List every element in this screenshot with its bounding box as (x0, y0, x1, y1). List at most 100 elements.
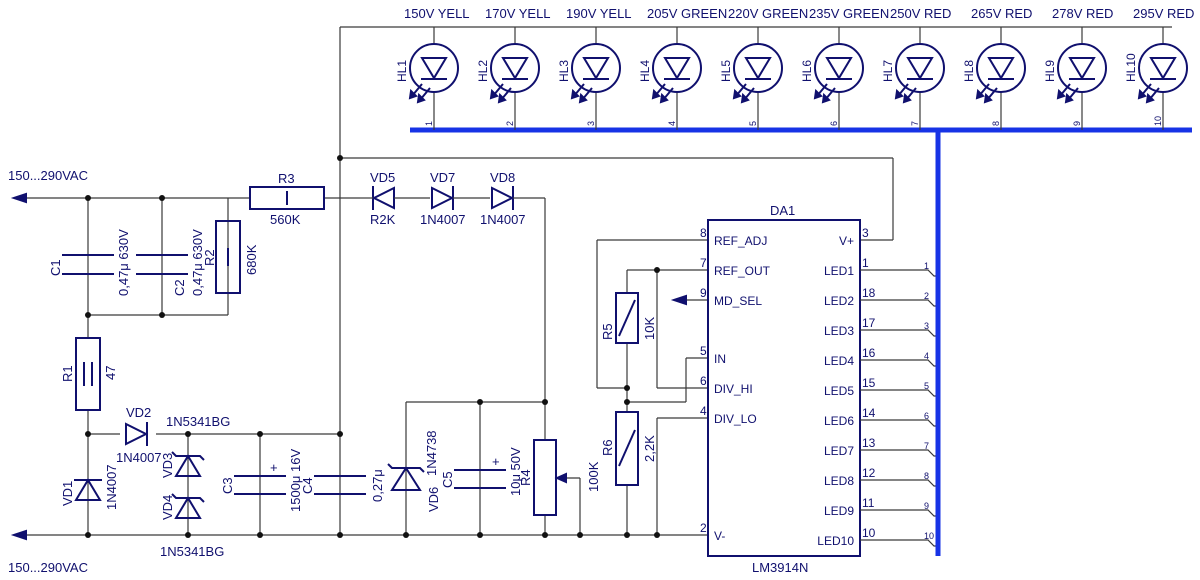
pin-name: IN (714, 352, 726, 366)
c5-ref: C5 (440, 471, 455, 488)
ic-part: LM3914N (752, 560, 808, 575)
zener-vd4: VD4 (160, 493, 205, 520)
led-pin-number: 9 (1072, 121, 1082, 126)
ic-pin-led1: LED1 1 1 (824, 256, 938, 278)
pin-name: LED1 (824, 264, 854, 278)
led-voltage-label: 278V RED (1052, 6, 1113, 21)
pin-number: 11 (862, 496, 875, 510)
vd1-value: 1N4007 (104, 464, 119, 510)
led-9: 278V RED HL9 9 (1043, 6, 1113, 130)
vd3-value: 1N5341BG (166, 414, 230, 429)
bus-tap-number: 5 (924, 381, 929, 391)
pin-name: LED5 (824, 384, 854, 398)
led-ref: HL6 (800, 60, 814, 82)
led-voltage-label: 150V YELL (404, 6, 470, 21)
pin-name: V- (714, 529, 725, 543)
pin-number: 1 (862, 256, 869, 270)
c2-value: 0,47μ 630V (190, 229, 205, 296)
r6-value: 2,2K (642, 435, 657, 462)
zener-vd3: VD3 (160, 451, 205, 478)
pin-number: 3 (862, 226, 869, 240)
led-pin-number: 10 (1153, 116, 1163, 126)
r6-ref: R6 (600, 439, 615, 456)
led-voltage-label: 295V RED (1133, 6, 1194, 21)
resistor-r3: R3 560K (249, 171, 325, 227)
led-voltage-label: 235V GREEN (809, 6, 889, 21)
led-voltage-label: 170V YELL (485, 6, 551, 21)
led-body (490, 43, 540, 93)
led-pin-number: 2 (505, 121, 515, 126)
pin-number: 4 (700, 404, 707, 418)
bus-tap-number: 3 (924, 321, 929, 331)
led-ref: HL8 (962, 60, 976, 82)
led-pin-number: 1 (424, 121, 434, 126)
pin-name: DIV_HI (714, 382, 753, 396)
led-ref: HL9 (1043, 60, 1057, 82)
led-voltage-label: 265V RED (971, 6, 1032, 21)
svg-text:+: + (270, 460, 278, 475)
pin-number: 2 (700, 521, 707, 535)
vd2-value: 1N4007 (116, 450, 162, 465)
pin-number: 13 (862, 436, 876, 450)
vd4-value: 1N5341BG (160, 544, 224, 559)
resistor-r5: R5 10K (600, 292, 657, 344)
input-arrow-top (10, 192, 27, 204)
c3-value: 1500μ 16V (288, 449, 303, 512)
led-2: 170V YELL HL2 2 (476, 6, 551, 130)
pin-name: LED6 (824, 414, 854, 428)
ic-pin-v: V+ 3 (839, 226, 869, 248)
capacitor-c4: C4 0,27μ (300, 469, 385, 502)
led-body (976, 43, 1026, 93)
led-body (733, 43, 783, 93)
pin-number: 18 (862, 286, 876, 300)
input-label-bottom: 150...290VAC (8, 560, 88, 575)
bus-tap-number: 1 (924, 261, 929, 271)
led-pin-number: 6 (829, 121, 839, 126)
c5-value: 10μ 50V (508, 447, 523, 496)
r3-value: 560K (270, 212, 301, 227)
led-ref: HL2 (476, 60, 490, 82)
bus-tap-number: 6 (924, 411, 929, 421)
pin-name: LED10 (817, 534, 854, 548)
led-body (1138, 43, 1188, 93)
c3-ref: C3 (220, 477, 235, 494)
led-voltage-label: 220V GREEN (728, 6, 808, 21)
r5-value: 10K (642, 317, 657, 340)
junctions (85, 155, 660, 538)
ic-pin-in: IN5 (700, 344, 726, 366)
capacitor-c2: C2 0,47μ 630V (136, 229, 205, 296)
pin-number: 17 (862, 316, 876, 330)
led-body (814, 43, 864, 93)
led-body (571, 43, 621, 93)
vd7-ref: VD7 (430, 170, 455, 185)
pin-name: V+ (839, 234, 854, 248)
pin-number: 6 (700, 374, 707, 388)
r2-value: 680K (244, 244, 259, 275)
resistor-r1: R1 47 (60, 337, 118, 411)
r2-ref: R2 (202, 249, 217, 266)
pin-name: LED8 (824, 474, 854, 488)
led-ref: HL4 (638, 60, 652, 82)
c1-ref: C1 (48, 259, 63, 276)
ic-pin-v: V- 2 (700, 521, 725, 543)
led-body (652, 43, 702, 93)
bus-tap-number: 10 (924, 531, 934, 541)
vd3-ref: VD3 (160, 453, 175, 478)
ic-da1: DA1 LM3914N REF_ADJ8REF_OUT7MD_SEL9IN5DI… (700, 203, 938, 575)
led-pin-number: 4 (667, 121, 677, 126)
zener-vd6: VD6 1N4738 (387, 430, 441, 512)
bus-tap-number: 7 (924, 441, 929, 451)
ic-pin-divhi: DIV_HI 6 (700, 374, 753, 396)
